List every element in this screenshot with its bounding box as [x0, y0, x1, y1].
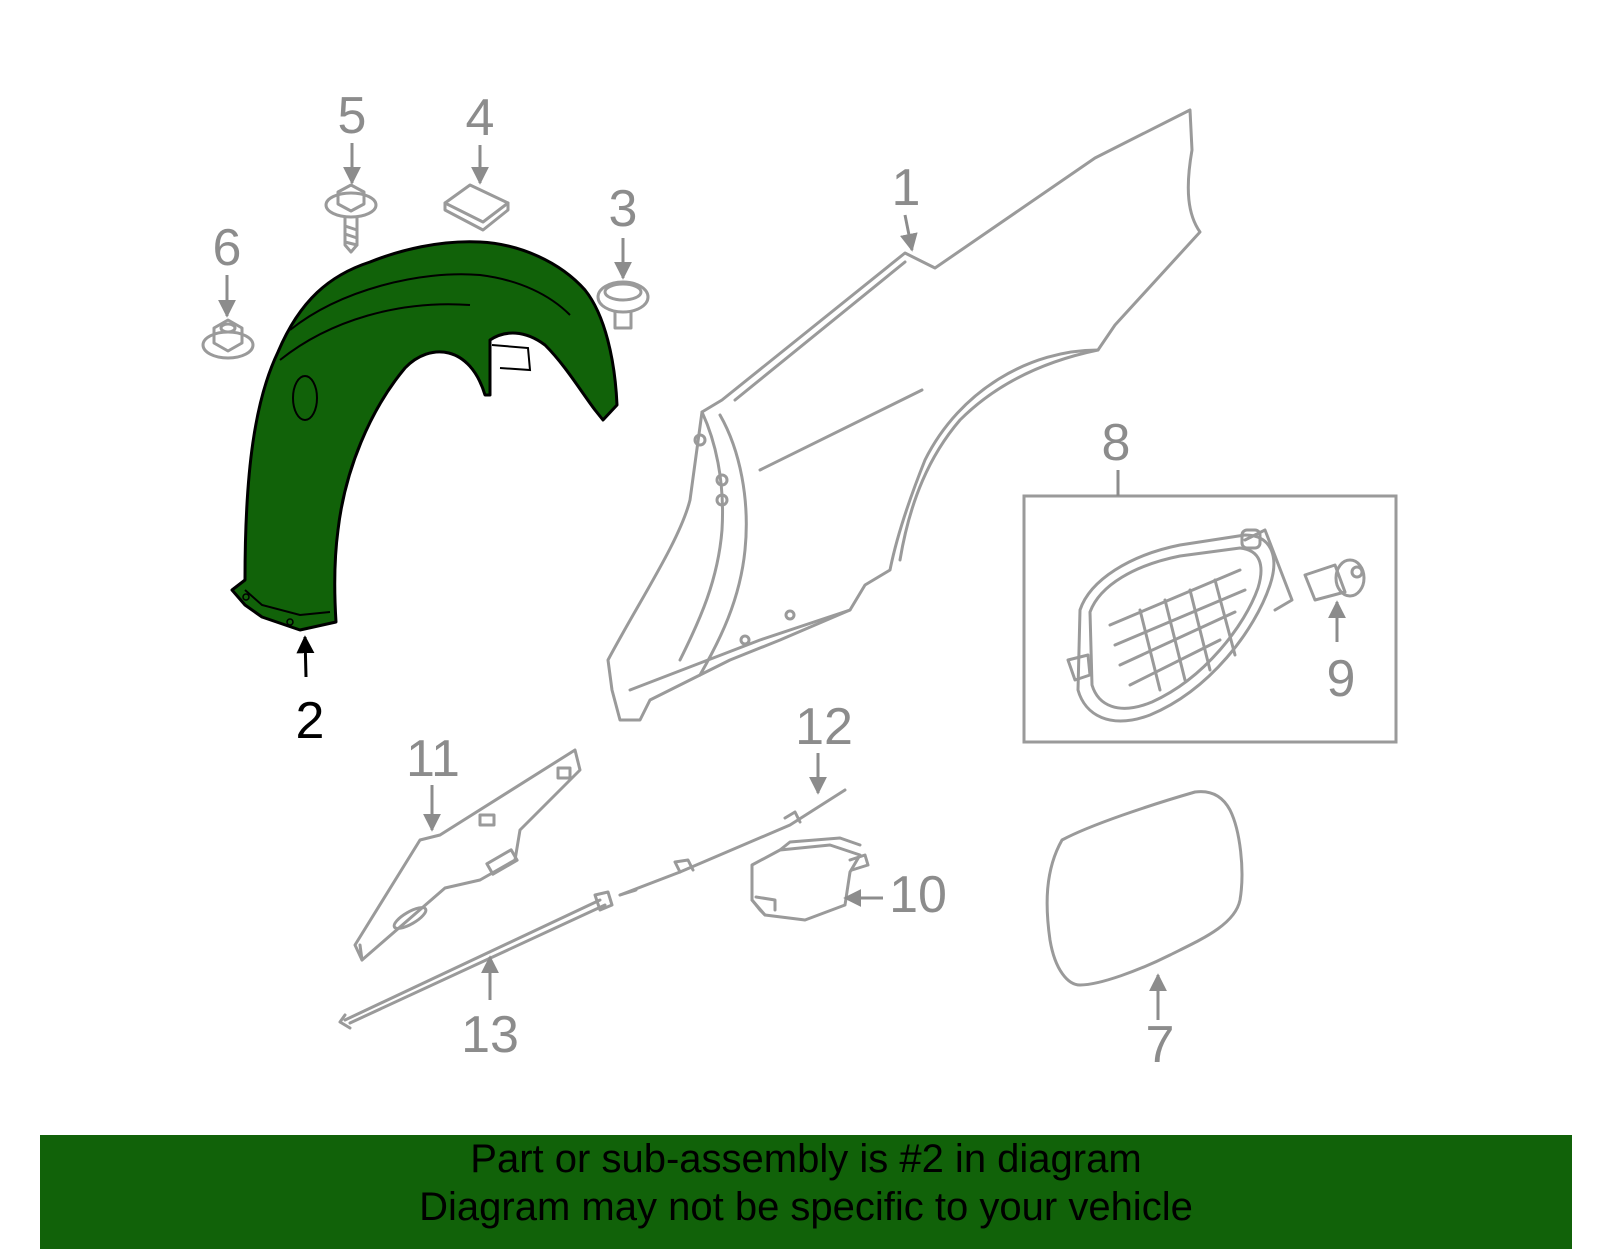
fuel-door-part-7[interactable]	[1045, 790, 1244, 987]
nut-part-6[interactable]	[201, 318, 255, 360]
screw-part-5[interactable]	[324, 183, 378, 254]
push-clip-part-3[interactable]	[596, 280, 650, 330]
clip-part-9[interactable]	[1303, 558, 1366, 602]
pad-part-4[interactable]	[443, 183, 510, 232]
callout-5: 5	[338, 87, 367, 145]
callout-12: 12	[795, 698, 853, 756]
bracket-part-11[interactable]	[353, 748, 582, 962]
cable-part-12[interactable]	[618, 788, 847, 897]
callout-9: 9	[1327, 650, 1356, 708]
banner-line-disclaimer: Diagram may not be specific to your vehi…	[419, 1185, 1193, 1229]
wheel-liner-part-2[interactable]	[230, 240, 619, 632]
callout-1: 1	[892, 159, 921, 217]
callout-13: 13	[461, 1006, 519, 1064]
callout-2[interactable]: 2	[296, 692, 325, 750]
callout-4: 4	[466, 89, 495, 147]
banner-line-part-number: Part or sub-assembly is #2 in diagram	[470, 1137, 1142, 1181]
leader-lines	[218, 143, 1346, 1020]
actuator-part-10[interactable]	[750, 836, 870, 922]
fuel-door-housing-part-8[interactable]	[1022, 494, 1398, 744]
info-banner: Part or sub-assembly is #2 in diagram Di…	[40, 1135, 1572, 1249]
callout-labels: 1 2 3 4 5 6 7 8 9 10 11 12 13	[213, 87, 1356, 1074]
callout-3: 3	[609, 180, 638, 238]
callout-7: 7	[1146, 1016, 1175, 1074]
callout-11: 11	[406, 730, 460, 788]
callout-10: 10	[889, 866, 947, 924]
callout-8: 8	[1102, 414, 1131, 472]
cable-part-13[interactable]	[338, 890, 614, 1030]
quarter-panel-part-1[interactable]	[606, 108, 1202, 722]
callout-6: 6	[213, 219, 242, 277]
